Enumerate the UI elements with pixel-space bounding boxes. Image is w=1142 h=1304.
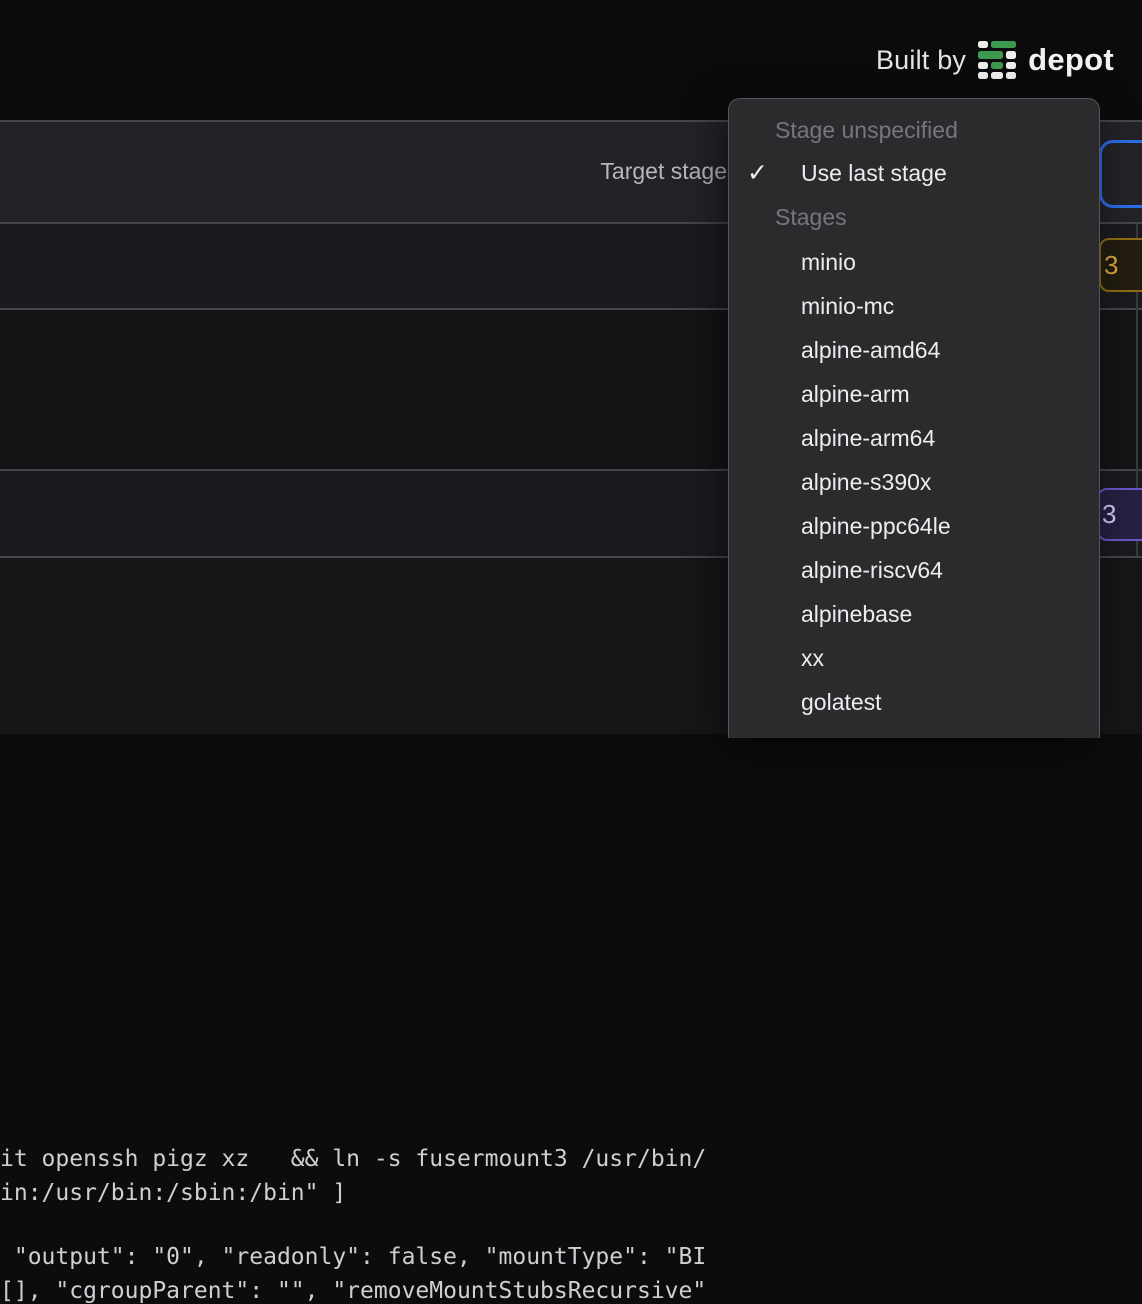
- logo-block: [991, 71, 1004, 79]
- target-stage-dropdown-menu: Stage unspecified ✓ Use last stage Stage…: [728, 98, 1100, 738]
- logo-block: [978, 71, 989, 79]
- column-border: [1136, 224, 1138, 556]
- menu-item-stage[interactable]: minio-mc: [801, 293, 895, 319]
- menu-item-stage[interactable]: minio: [801, 249, 856, 275]
- code-line: in:/usr/bin:/sbin:/bin" ]: [0, 1180, 347, 1206]
- menu-item-use-last-stage[interactable]: Use last stage: [801, 160, 947, 186]
- menu-item-stage[interactable]: alpine-s390x: [801, 469, 932, 495]
- code-line: it openssh pigz xz && ln -s fusermount3 …: [0, 1146, 707, 1172]
- menu-item-stage[interactable]: xx: [801, 645, 824, 671]
- menu-item-stage[interactable]: alpinebase: [801, 601, 913, 627]
- built-by-depot[interactable]: Built by depot: [876, 38, 1114, 82]
- code-line: "output": "0", "readonly": false, "mount…: [0, 1244, 707, 1270]
- row-divider: [0, 469, 1142, 471]
- menu-item-stage[interactable]: alpine-arm64: [801, 425, 936, 451]
- menu-item-stage[interactable]: alpine-amd64: [801, 337, 941, 363]
- logo-block: [1006, 51, 1017, 59]
- logo-block: [991, 61, 1004, 69]
- code-line: [], "cgroupParent": "", "removeMountStub…: [0, 1278, 707, 1304]
- logo-block: [978, 51, 1004, 59]
- purple-stage-badge[interactable]: 3: [1097, 488, 1142, 541]
- logo-block: [991, 41, 1017, 49]
- menu-item-stage[interactable]: alpine-riscv64: [801, 557, 943, 583]
- dropdown-section-header-stages: Stages: [775, 204, 847, 230]
- row-divider: [0, 120, 1142, 122]
- target-stage-select-button[interactable]: [1099, 140, 1142, 208]
- logo-block: [1006, 71, 1017, 79]
- menu-item-stage[interactable]: alpine-arm: [801, 381, 910, 407]
- row-divider: [0, 308, 1142, 310]
- depot-logo-icon: [978, 41, 1017, 79]
- logo-block: [1006, 61, 1017, 69]
- target-stage-label: Target stage: [600, 158, 727, 184]
- logo-block: [978, 61, 989, 69]
- built-by-label: Built by: [875, 44, 967, 75]
- amber-badge-value: 3: [1104, 249, 1119, 280]
- row-divider: [0, 222, 1142, 224]
- menu-item-stage[interactable]: alpine-ppc64le: [801, 513, 951, 539]
- amber-stage-badge[interactable]: 3: [1099, 238, 1142, 292]
- menu-item-stage[interactable]: golatest: [801, 689, 882, 715]
- top-header-bar: Built by depot: [0, 0, 1142, 120]
- purple-badge-value: 3: [1102, 499, 1117, 529]
- dropdown-section-header-unspecified: Stage unspecified: [775, 117, 958, 143]
- row-divider: [0, 556, 1142, 558]
- logo-block: [978, 41, 989, 49]
- check-icon: ✓: [747, 159, 768, 187]
- depot-brand-name: depot: [1028, 42, 1114, 77]
